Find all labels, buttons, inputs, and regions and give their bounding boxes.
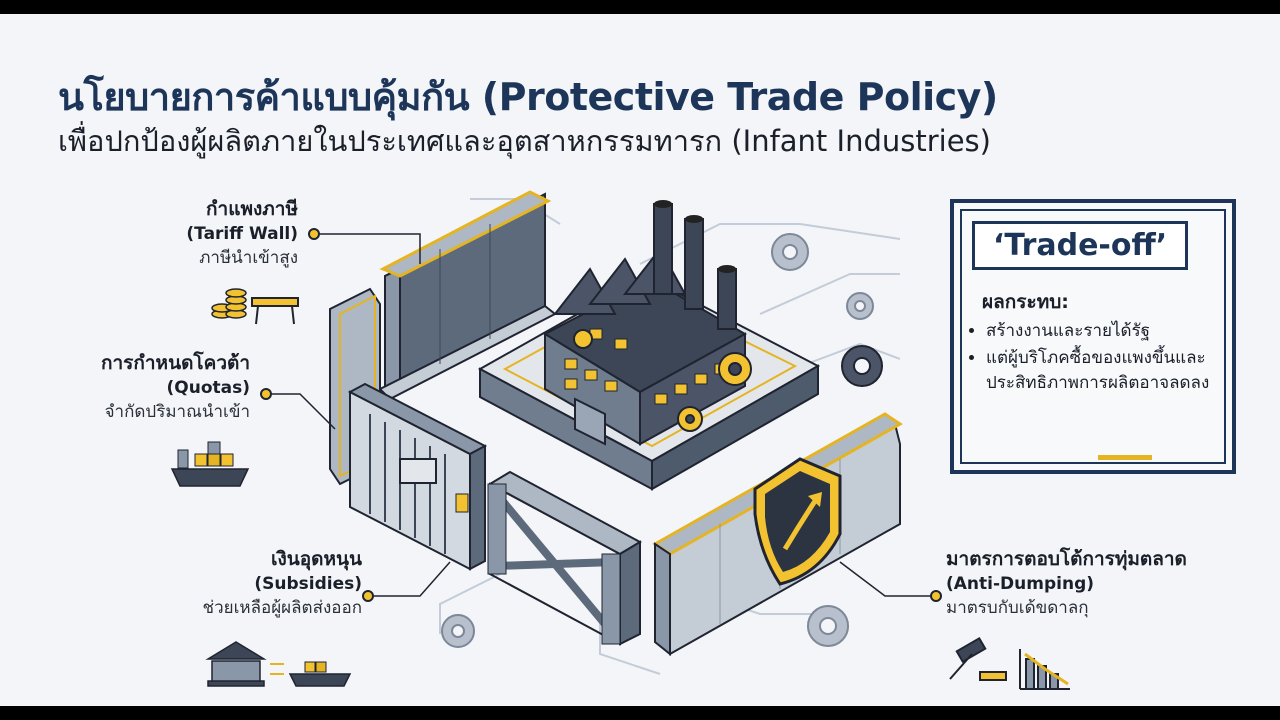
cargo-ship-icon xyxy=(170,441,250,487)
subsidy-description: ช่วยเหลือผู้ผลิตส่งออก xyxy=(202,598,362,618)
government-building-icon xyxy=(205,641,267,687)
tariff-wall-english: (Tariff Wall) xyxy=(186,224,298,244)
subsidy-title: เงินอุดหนุน xyxy=(270,548,362,570)
trade-off-inner-frame xyxy=(960,209,1226,464)
quota-label: การกำหนดโควต้า (Quotas) จำกัดปริมาณนำเข้… xyxy=(101,348,250,425)
quota-title: การกำหนดโควต้า xyxy=(101,352,250,374)
tariff-wall-label: กำแพงภาษี (Tariff Wall) ภาษีนำเข้าสูง xyxy=(186,194,298,271)
leader-lines xyxy=(272,233,930,597)
quota-gate xyxy=(347,382,488,571)
anti-dumping-english: (Anti-Dumping) xyxy=(946,574,1095,594)
cargo-ship-icon xyxy=(288,661,352,687)
subsidy-label: เงินอุดหนุน (Subsidies) ช่วยเหลือผู้ผลิต… xyxy=(203,544,362,621)
tariff-wall xyxy=(378,190,557,401)
anti-dumping-title: มาตรการตอบโต้การทุ่มตลาด xyxy=(946,548,1187,570)
quota-description: จำกัดปริมาณนำเข้า xyxy=(104,402,250,422)
trade-off-item: สร้างงานและรายได้รัฐ xyxy=(986,319,1226,344)
trade-off-list: สร้างงานและรายได้รัฐ แต่ผู้บริโภคซื้อของ… xyxy=(966,319,1226,398)
anti-dumping-label: มาตรการตอบโต้การทุ่มตลาด (Anti-Dumping) … xyxy=(946,544,1187,621)
letterbox-bottom xyxy=(0,706,1280,720)
gear-icon xyxy=(573,329,752,432)
trade-off-heading: ‘Trade-off’ xyxy=(972,221,1189,270)
protection-illustration xyxy=(170,190,1123,690)
quota-english: (Quotas) xyxy=(166,378,251,398)
accent-bar xyxy=(1098,455,1152,460)
transfer-arrow-icon xyxy=(270,663,284,675)
trade-off-effect-label: ผลกระทบ: xyxy=(982,291,1069,313)
declining-chart-icon xyxy=(1019,649,1070,690)
gavel-icon xyxy=(949,636,1007,681)
coin-stack-icon xyxy=(211,288,247,319)
shield-arrow-icon xyxy=(753,457,842,586)
factory-icon xyxy=(542,200,748,446)
trade-off-box: ‘Trade-off’ ผลกระทบ: สร้างงานและรายได้รั… xyxy=(950,199,1236,474)
anti-dumping-description: มาตรบกับเด้ขดาลกุ xyxy=(946,598,1089,618)
page-title: นโยบายการค้าแบบคุ้มกัน (Protective Trade… xyxy=(58,75,998,119)
subsidy-english: (Subsidies) xyxy=(254,574,362,594)
leader-dot xyxy=(260,228,942,602)
tariff-wall-title: กำแพงภาษี xyxy=(206,198,298,220)
barrier-icon xyxy=(251,297,299,325)
trade-off-item: แต่ผู้บริโภคซื้อของแพงขึ้นและประสิทธิภาพ… xyxy=(986,346,1226,396)
tariff-wall-description: ภาษีนำเข้าสูง xyxy=(199,248,298,268)
gear-icon xyxy=(841,345,883,387)
infographic-canvas: นโยบายการค้าแบบคุ้มกัน (Protective Trade… xyxy=(0,14,1280,706)
gear-icon xyxy=(441,233,874,648)
subsidy-frame xyxy=(487,470,643,646)
page-subtitle: เพื่อปกป้องผู้ผลิตภายในประเทศและอุตสาหกร… xyxy=(58,124,991,158)
